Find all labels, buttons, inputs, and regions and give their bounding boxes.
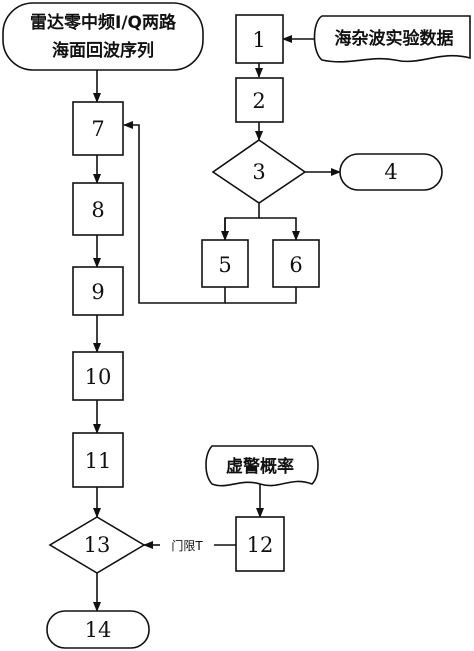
box-1: 1	[235, 14, 284, 64]
box-10: 10	[72, 351, 124, 401]
box-6: 6	[272, 239, 320, 288]
decision-13: 13	[48, 516, 146, 574]
arrow-3-to-6	[259, 217, 300, 241]
box-10-shape	[72, 351, 124, 401]
box-9-label: 9	[91, 280, 104, 304]
box-5-label: 5	[218, 253, 231, 277]
box-10-label: 10	[85, 365, 112, 389]
box-6-label: 6	[289, 253, 302, 277]
box-7-shape	[72, 101, 124, 156]
terminator-14-label: 14	[85, 618, 112, 642]
terminator-14-shape	[46, 610, 150, 649]
box-5-shape	[201, 239, 249, 288]
decision-3-label: 3	[252, 160, 265, 184]
decision-3-shape	[211, 139, 307, 204]
far-node: 虚警概率	[205, 445, 319, 487]
box-11: 11	[72, 432, 124, 488]
box-12-label: 12	[247, 533, 274, 557]
box-12-shape	[235, 516, 285, 572]
box-5: 5	[201, 239, 249, 288]
input-node-line2: 海面回波序列	[52, 40, 154, 61]
input-node-shape	[2, 2, 204, 71]
box-7: 7	[72, 101, 124, 156]
input-node-line1: 雷达零中频I/Q两路	[30, 12, 177, 33]
arrow-3-to-5-6	[224, 203, 260, 239]
data-node-shape	[313, 15, 471, 63]
box-8-label: 8	[91, 198, 104, 222]
box-2-label: 2	[252, 89, 265, 113]
input-node: 雷达零中频I/Q两路 海面回波序列	[2, 2, 204, 71]
terminator-14: 14	[46, 610, 150, 649]
terminator-4: 4	[339, 153, 443, 191]
decision-13-shape	[48, 516, 146, 574]
decision-3: 3	[211, 139, 307, 204]
box-11-shape	[72, 432, 124, 488]
box-1-label: 1	[252, 28, 265, 52]
decision-13-label: 13	[84, 533, 111, 557]
far-node-shape	[205, 445, 319, 487]
box-2-shape	[235, 77, 284, 123]
box-8-shape	[72, 182, 124, 236]
box-2: 2	[235, 77, 284, 123]
box-12: 12	[235, 516, 285, 572]
box-9-shape	[72, 266, 124, 316]
far-node-label: 虚警概率	[226, 456, 294, 477]
terminator-4-label: 4	[384, 160, 397, 184]
box-11-label: 11	[85, 449, 112, 473]
connectors	[93, 35, 341, 612]
feedback-6-join	[225, 287, 297, 304]
data-node-label: 海杂波实验数据	[335, 28, 454, 49]
terminator-4-shape	[339, 153, 443, 191]
feedback-5-6-to-7	[123, 121, 226, 304]
box-6-shape	[272, 239, 320, 288]
box-1-shape	[235, 14, 284, 64]
data-node: 海杂波实验数据	[313, 15, 471, 63]
box-7-label: 7	[91, 117, 104, 141]
box-8: 8	[72, 182, 124, 236]
threshold-label: 门限T	[171, 538, 203, 553]
box-9: 9	[72, 266, 124, 316]
